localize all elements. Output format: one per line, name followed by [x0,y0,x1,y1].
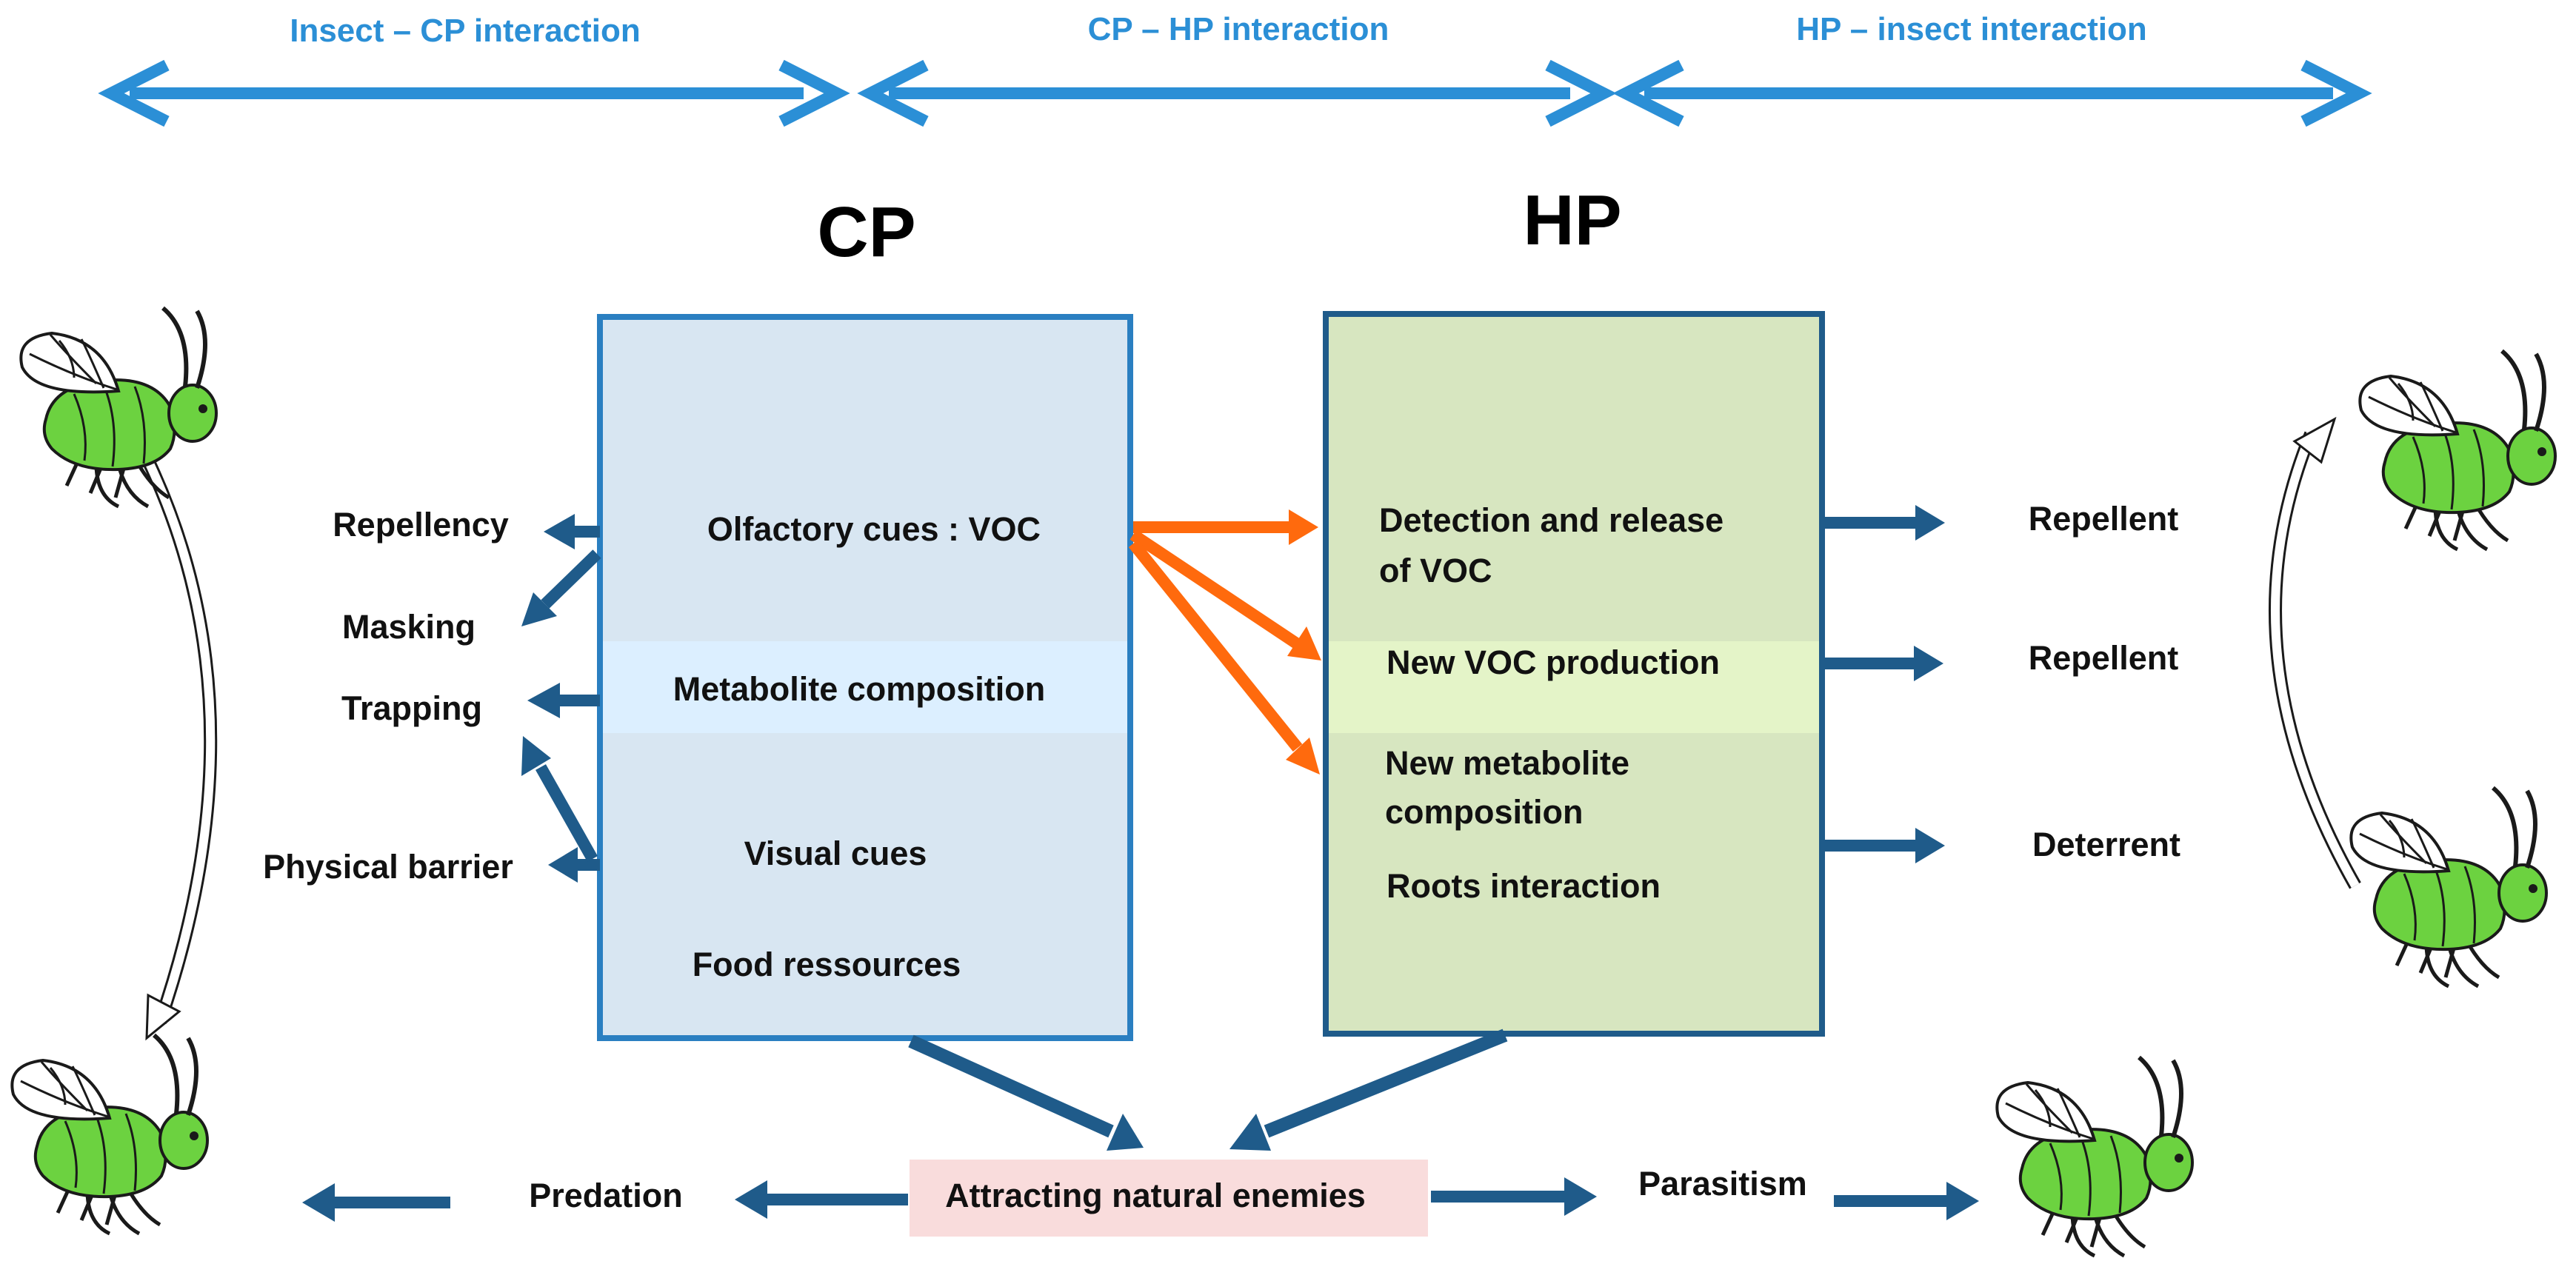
natural-enemies-box [910,1160,1428,1237]
header-hp-insect-label: HP – insect interaction [1796,11,2147,47]
left-repellency: Repellency [333,506,509,543]
curved-arrow-icon [2269,416,2361,889]
right-deterrent: Deterrent [2032,826,2180,863]
hp-detection-line2: of VOC [1379,552,1492,589]
header-insect-cp-label: Insect – CP interaction [290,13,641,49]
hp-new-metabolite-line1: New metabolite [1385,744,1629,782]
hp-new-voc-highlight [1329,641,1819,733]
right-repellent-1: Repellent [2029,500,2179,538]
cp-food-ressources: Food ressources [693,946,961,983]
cp-metabolite-composition: Metabolite composition [673,670,1046,708]
hp-title: HP [1523,181,1621,260]
insect-icon [2351,788,2546,986]
hp-roots-interaction: Roots interaction [1387,867,1661,905]
cp-metabolite-highlight [603,641,1127,733]
parasitism-label: Parasitism [1638,1165,1807,1203]
left-trapping: Trapping [341,689,482,727]
left-effect-arrows [521,514,601,883]
right-effect-arrows [1822,505,1945,863]
hp-new-metabolite-line2: composition [1385,793,1584,831]
insect-icon [12,1035,207,1234]
header-cp-hp-label: CP – HP interaction [1088,11,1389,47]
header-arrow-insect-cp [98,59,850,127]
cp-olfactory-cues: Olfactory cues : VOC [707,510,1041,548]
left-physical-barrier: Physical barrier [263,848,513,886]
hp-new-voc-production: New VOC production [1387,643,1720,681]
arrows-to-natural-enemies [908,1029,1508,1151]
cp-title: CP [817,193,915,272]
insect-icon [1997,1057,2192,1256]
insect-icon [21,308,216,506]
insect-icon [2360,351,2555,549]
hp-box [1323,311,1825,1037]
header-arrow-hp-insect [1612,59,2372,127]
bottom-arrows [302,1177,1979,1222]
natural-enemies-label: Attracting natural enemies [945,1177,1366,1214]
hp-detection-line1: Detection and release [1379,501,1724,539]
predation-label: Predation [529,1177,683,1214]
left-masking: Masking [342,608,476,646]
header-arrow-cp-hp [857,59,1617,127]
orange-arrows-cp-hp [1128,509,1321,775]
right-repellent-2: Repellent [2029,639,2179,677]
cp-visual-cues: Visual cues [744,835,927,872]
cp-box [597,314,1133,1041]
curved-arrow-icon [141,458,218,1041]
